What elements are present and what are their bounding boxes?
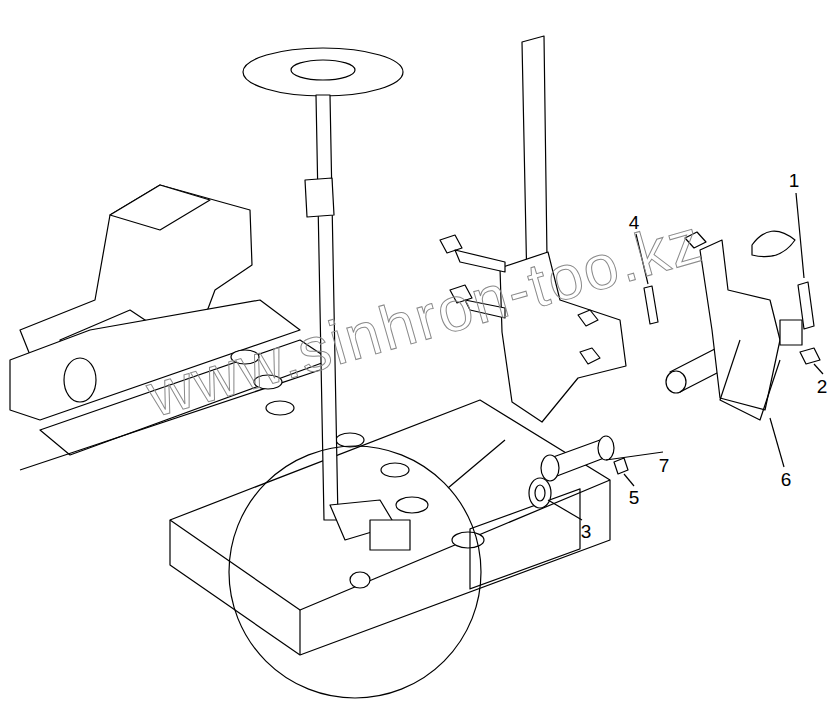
callout-number: 5 — [629, 488, 640, 507]
detail-circle — [229, 446, 481, 698]
leader-line — [448, 440, 505, 488]
callout-number: 1 — [789, 171, 800, 190]
callout-number: 7 — [659, 456, 670, 475]
callout-number: 3 — [581, 522, 592, 541]
callout-number: 2 — [817, 377, 828, 396]
callout-number: 6 — [781, 470, 792, 489]
tractor-frame — [10, 185, 610, 655]
